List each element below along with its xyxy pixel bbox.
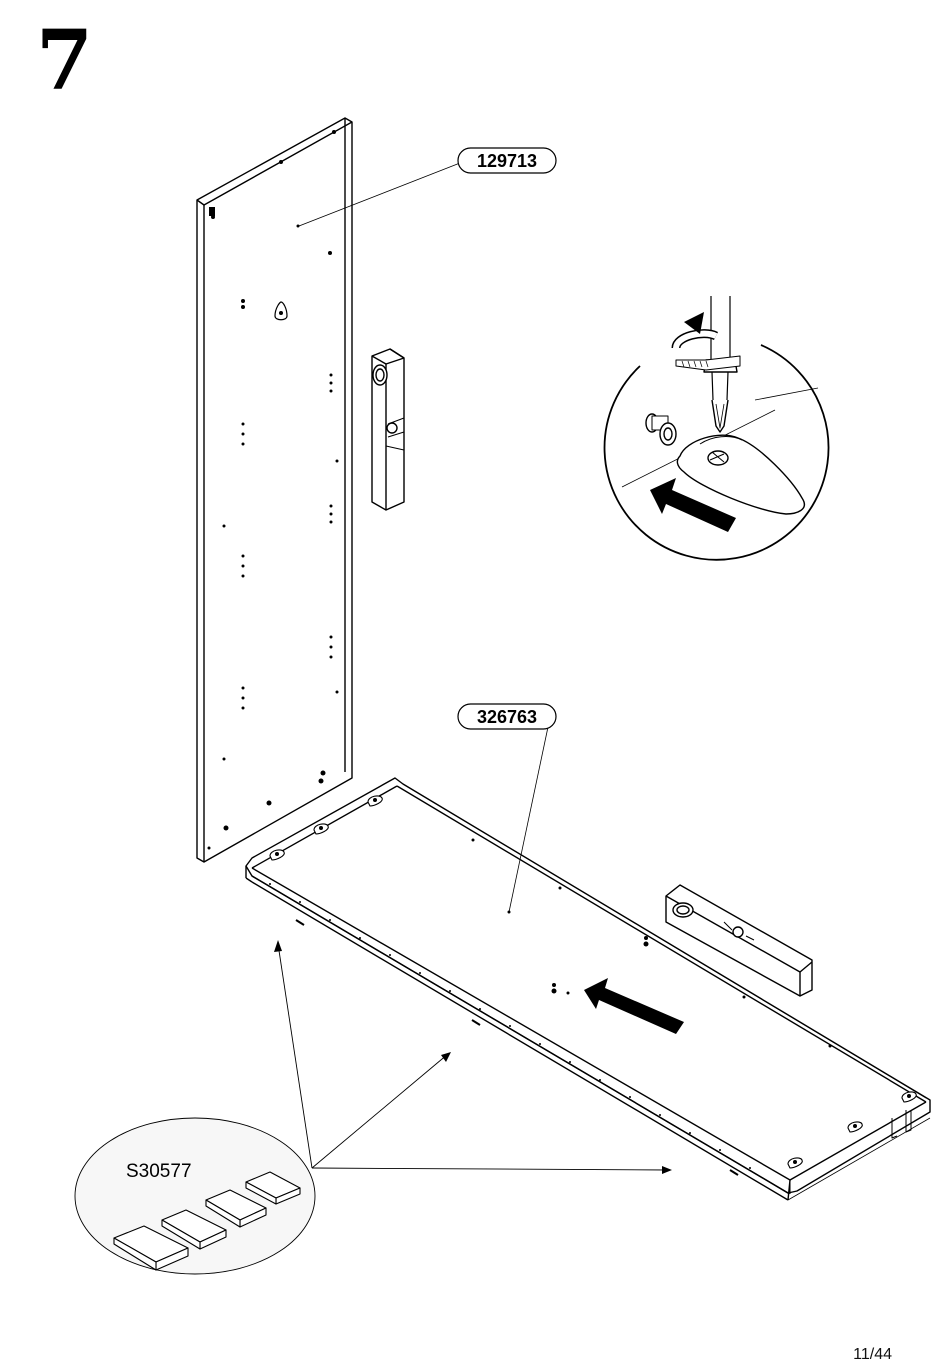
spirit-level-vertical-icon — [372, 349, 404, 510]
cam-lock-detail — [605, 296, 829, 560]
bottom-panel-code: 326763 — [477, 707, 537, 727]
side-panel-code: 129713 — [477, 151, 537, 171]
hardware-kit-code: S30577 — [126, 1161, 192, 1182]
side-panel — [197, 118, 460, 862]
cam-bolt-icon — [646, 414, 676, 445]
bottom-panel — [246, 727, 930, 1200]
page-number: 11/44 — [853, 1346, 892, 1364]
